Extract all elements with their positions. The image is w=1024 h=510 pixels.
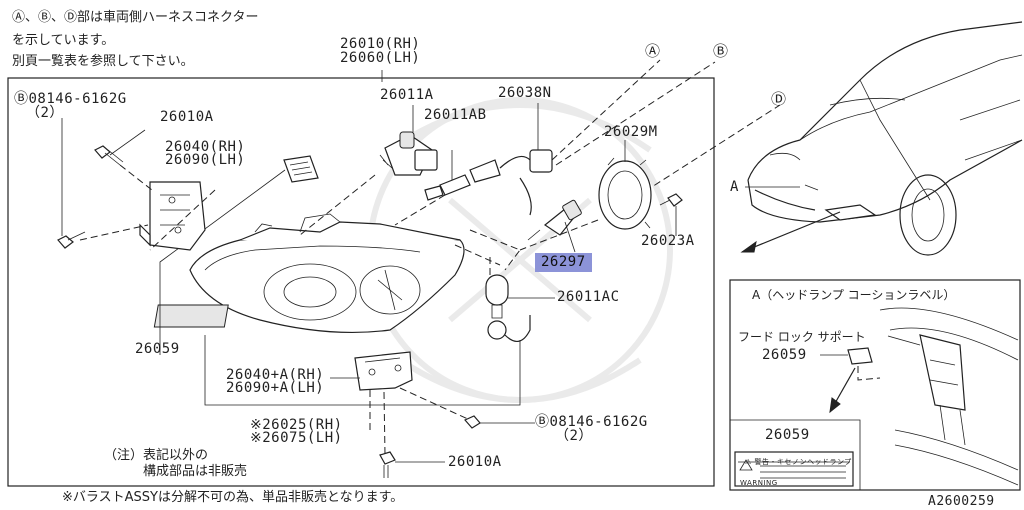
bulb-26011ac — [485, 274, 531, 342]
part-26011ac[interactable]: 26011AC — [557, 289, 620, 305]
bulb-26011ab — [424, 150, 471, 201]
part-26075-lh[interactable]: ※26075(LH) — [250, 430, 343, 446]
part-26023a[interactable]: 26023A — [641, 233, 695, 249]
connector-d-label: Ⓓ — [771, 90, 787, 108]
part-26040-rh[interactable]: 26040(RH) — [165, 139, 246, 155]
ballast-note: ※バラストASSYは分解不可の為、単品非販売となります。 — [62, 490, 404, 505]
part-26029m[interactable]: 26029M — [604, 124, 658, 140]
part-bolt-bottom-qty: （2） — [555, 428, 593, 444]
caution-label-small — [283, 155, 319, 183]
part-26090a-lh[interactable]: 26090+A(LH) — [226, 380, 325, 396]
bolt-26010a-bottom — [379, 451, 445, 478]
part-26038n[interactable]: 26038N — [498, 85, 552, 101]
harness-note-line1: Ⓐ、Ⓑ、Ⓓ部は車両側ハーネスコネクター — [12, 10, 259, 25]
inset-label-part[interactable]: 26059 — [765, 427, 810, 443]
headlamp-assembly — [153, 213, 465, 334]
inset-label-code: WARNING — [740, 479, 778, 487]
harness-26038n — [469, 149, 553, 216]
bolt-left — [57, 231, 86, 249]
part-26025-rh[interactable]: ※26025(RH) — [250, 417, 343, 433]
car-label-a: A — [730, 179, 739, 195]
harness-note-line2: を示しています。 — [12, 33, 115, 48]
part-26297-highlighted[interactable]: 26297 — [535, 253, 592, 272]
part-26060-lh[interactable]: 26060(LH) — [340, 50, 421, 66]
screw-26023a — [659, 193, 683, 236]
part-26011a[interactable]: 26011A — [380, 87, 434, 103]
lower-bracket — [354, 351, 413, 391]
connector-a-label: Ⓐ — [645, 42, 661, 60]
main-frame — [7, 77, 715, 487]
inset-frame — [729, 279, 1021, 491]
part-bolt-bottom[interactable]: Ⓑ08146-6162G — [535, 414, 648, 430]
part-bolt-top-qty: （2） — [26, 105, 64, 121]
bolt-bottom — [464, 415, 535, 429]
part-26010a-bottom[interactable]: 26010A — [448, 454, 502, 470]
harness-note-line3: 別頁一覧表を参照して下さい。 — [12, 54, 194, 69]
part-26011ab[interactable]: 26011AB — [424, 107, 487, 123]
part-26010-rh[interactable]: 26010(RH) — [340, 36, 421, 52]
part-26010a-top[interactable]: 26010A — [160, 109, 214, 125]
inset-hood-lock: フード ロック サポート — [738, 330, 866, 344]
inset-title: A（ヘッドランプ コーションラベル） — [752, 288, 956, 302]
car-view — [747, 21, 1023, 256]
inset-part-26059[interactable]: 26059 — [762, 347, 807, 363]
inset-warning-header: ⚠ 警告・キセノンヘッドランプ — [745, 458, 852, 466]
bolt-top — [94, 145, 124, 166]
part-26040a-rh[interactable]: 26040+A(RH) — [226, 367, 325, 383]
figure-code: A2600259 — [928, 494, 995, 509]
part-bolt-top[interactable]: Ⓑ08146-6162G — [14, 91, 127, 107]
socket-26297 — [527, 199, 582, 253]
footnote-line1: （注）表記以外の — [104, 448, 209, 463]
footnote-line2: 構成部品は非販売 — [143, 464, 248, 479]
inset-drawing — [847, 307, 1019, 486]
upper-bracket — [139, 181, 206, 251]
part-26059[interactable]: 26059 — [135, 341, 180, 357]
bulb-26011a — [379, 131, 438, 176]
part-26090-lh[interactable]: 26090(LH) — [165, 152, 246, 168]
connector-b-label: Ⓑ — [713, 42, 729, 60]
caution-label-card — [734, 451, 854, 487]
